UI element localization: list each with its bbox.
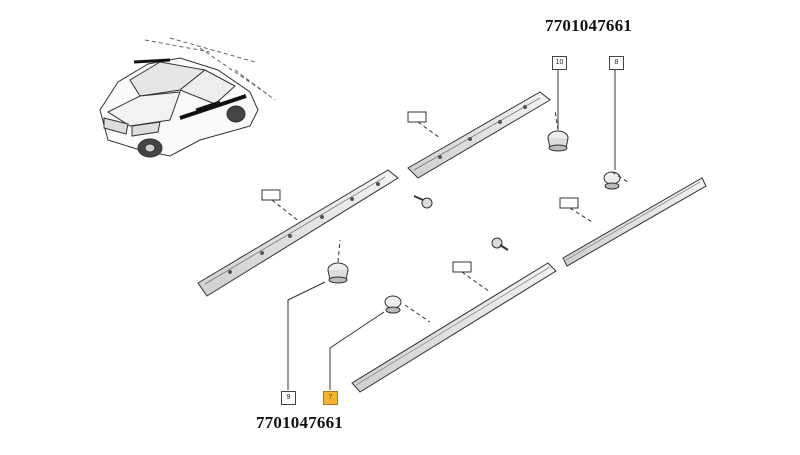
clip-item-9 [327,262,349,284]
moulding-rear-upper [407,91,551,179]
position-markers [261,111,579,273]
part-number-top: 7701047661 [545,16,632,35]
part-number-bottom: 7701047661 [256,413,343,432]
callout-9: 9 [281,391,296,405]
leader-lines [287,70,616,390]
clip-item-7 [384,295,402,314]
assembly-lines [271,109,629,323]
clip-item-10 [547,130,569,152]
clip-item-8 [603,171,621,190]
moulding-rear-right [562,177,707,267]
callout-8: 8 [609,56,624,70]
moulding-door-lower [351,262,557,393]
car-illustration [99,37,276,158]
screw-upper [413,195,433,209]
moulding-front-left [197,169,399,297]
callout-10: 10 [552,56,567,70]
screw-lower [491,237,509,251]
callout-7-highlighted: 7 [323,391,338,405]
